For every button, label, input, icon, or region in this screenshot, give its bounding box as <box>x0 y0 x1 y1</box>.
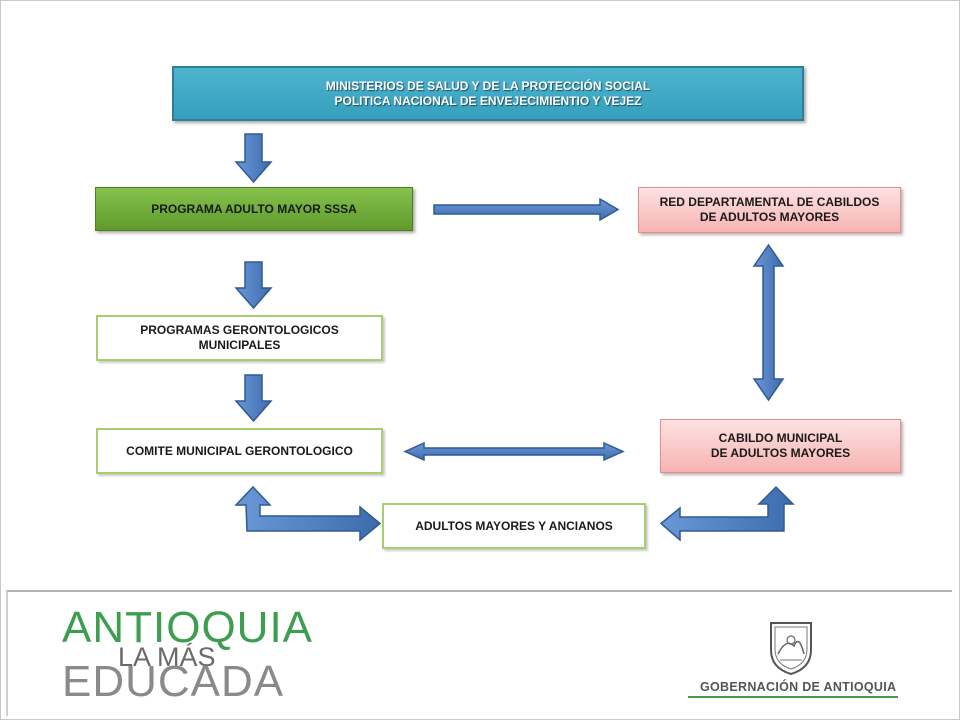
government-label: GOBERNACIÓN DE ANTIOQUIA <box>700 680 897 694</box>
programas-gerontologicos-box: PROGRAMAS GERONTOLOGICOS MUNICIPALES <box>96 315 383 361</box>
arrow-elbow-right <box>659 485 795 542</box>
ministry-line-2: POLITICA NACIONAL DE ENVEJECIMIENTIO Y V… <box>334 93 642 108</box>
arrow-double-vertical <box>752 243 785 402</box>
government-underline <box>688 696 898 698</box>
arrow-down-3 <box>234 374 273 423</box>
adultos-mayores-box: ADULTOS MAYORES Y ANCIANOS <box>382 503 646 549</box>
red-departamental-box: RED DEPARTAMENTAL DE CABILDOS DE ADULTOS… <box>638 187 901 233</box>
red-departamental-line-1: RED DEPARTAMENTAL DE CABILDOS <box>659 195 880 209</box>
programas-gerontologicos-line-2: MUNICIPALES <box>198 338 281 352</box>
arrow-right <box>433 197 620 222</box>
arrow-elbow-left <box>234 485 382 542</box>
ministry-line-1: MINISTERIOS DE SALUD Y DE LA PROTECCIÓN … <box>325 78 651 93</box>
ministry-box: MINISTERIOS DE SALUD Y DE LA PROTECCIÓN … <box>172 66 804 121</box>
adultos-mayores-label: ADULTOS MAYORES Y ANCIANOS <box>415 518 613 533</box>
cabildo-municipal-box: CABILDO MUNICIPAL DE ADULTOS MAYORES <box>660 419 901 473</box>
comite-municipal-box: COMITE MUNICIPAL GERONTOLOGICO <box>96 428 383 474</box>
cabildo-municipal-line-2: DE ADULTOS MAYORES <box>710 446 851 460</box>
comite-municipal-label: COMITE MUNICIPAL GERONTOLOGICO <box>126 443 353 458</box>
programas-gerontologicos-line-1: PROGRAMAS GERONTOLOGICOS <box>140 323 339 337</box>
arrow-down-1 <box>234 133 273 184</box>
programa-adulto-mayor-label: PROGRAMA ADULTO MAYOR SSSA <box>151 201 357 216</box>
arrow-down-2 <box>234 261 273 310</box>
logo-line-la-mas: LA MÁS <box>118 642 216 672</box>
coat-of-arms-icon <box>770 622 812 676</box>
logo-line-educada: EDUCADA <box>62 657 285 706</box>
programa-adulto-mayor-box: PROGRAMA ADULTO MAYOR SSSA <box>95 187 413 231</box>
arrow-double-horizontal <box>403 441 625 462</box>
logo-line-antioquia: ANTIOQUIA <box>62 603 314 652</box>
red-departamental-line-2: DE ADULTOS MAYORES <box>699 210 840 224</box>
cabildo-municipal-line-1: CABILDO MUNICIPAL <box>718 431 843 445</box>
